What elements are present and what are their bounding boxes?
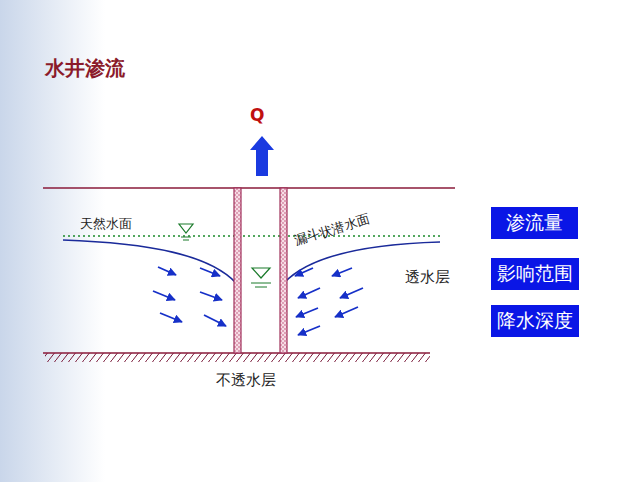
- label: 不透水层: [216, 372, 276, 389]
- seepage-arrow: [153, 291, 175, 300]
- label: 天然水面: [80, 217, 132, 232]
- seepage-arrow: [298, 326, 320, 335]
- term-box: 降水深度: [491, 305, 579, 337]
- seepage-arrow: [296, 308, 318, 317]
- water-symbol: [252, 268, 270, 278]
- hatching: [45, 353, 430, 362]
- seepage-arrow: [160, 313, 182, 322]
- title: 水井渗流: [45, 57, 125, 80]
- label: 透水层: [405, 269, 450, 286]
- water-symbol: [251, 283, 271, 284]
- flow-arrow: [250, 136, 274, 176]
- term-box: 渗流量: [491, 207, 578, 239]
- water-symbol: [181, 237, 191, 238]
- ground-line: [43, 187, 455, 189]
- water-symbol: [255, 287, 267, 288]
- term-text: 影响范围: [497, 261, 573, 287]
- term-text: 降水深度: [497, 308, 573, 334]
- label: Q: [250, 106, 264, 126]
- label: 漏斗状潜水面: [293, 212, 372, 249]
- seepage-arrow: [335, 307, 358, 317]
- well-wall: [280, 188, 287, 353]
- term-box: 影响范围: [491, 258, 579, 290]
- water-symbol: [183, 240, 189, 241]
- seepage-arrow: [298, 288, 320, 298]
- seepage-arrow: [200, 292, 222, 300]
- seepage-arrow: [340, 288, 363, 298]
- term-text: 渗流量: [506, 210, 563, 236]
- well-wall: [234, 188, 241, 353]
- seepage-arrow: [204, 315, 226, 326]
- cone-surface: [63, 240, 236, 283]
- natural-water-level: [63, 235, 440, 236]
- seepage-arrow: [332, 268, 352, 276]
- seepage-arrow: [295, 268, 313, 276]
- seepage-arrow: [200, 268, 220, 276]
- seepage-arrow: [158, 267, 176, 275]
- water-symbol: [179, 224, 193, 233]
